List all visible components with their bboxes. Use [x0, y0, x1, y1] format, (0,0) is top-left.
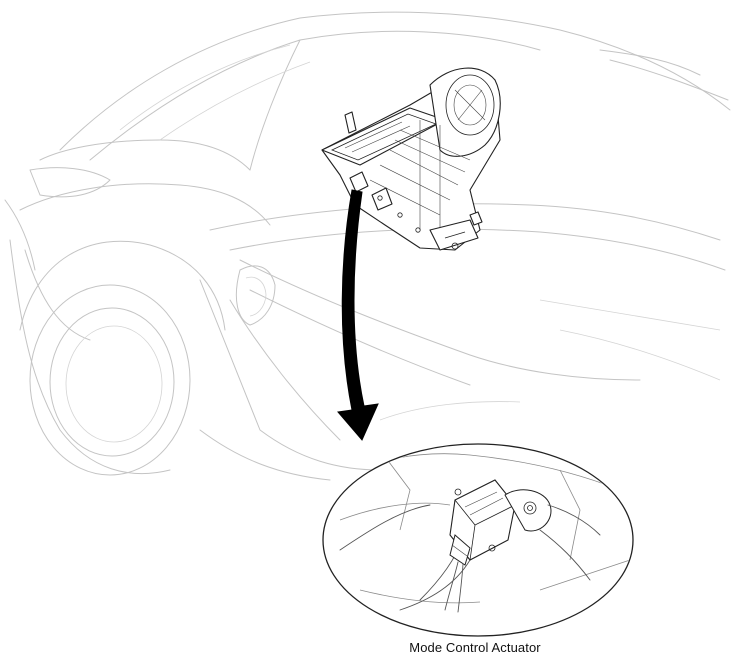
vehicle-outline	[4, 11, 731, 481]
actuator-detail-inset	[322, 443, 634, 637]
diagram-caption: Mode Control Actuator	[409, 640, 541, 655]
heater-unit-assembly	[321, 67, 501, 251]
curved-arrow-icon	[337, 189, 379, 441]
